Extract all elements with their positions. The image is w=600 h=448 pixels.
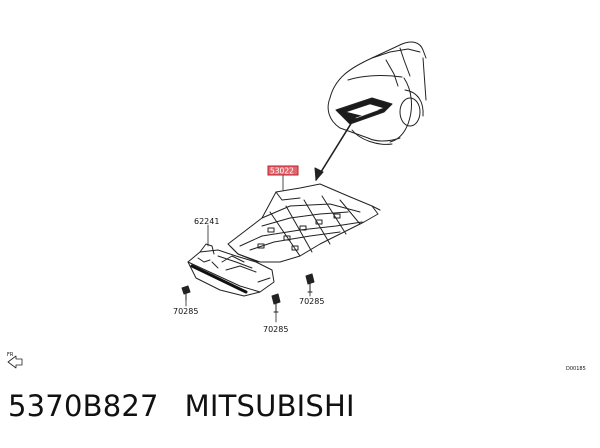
clip-right [305, 273, 315, 293]
part-label-highlighted[interactable]: 53022 [270, 167, 294, 176]
car-outline [327, 41, 427, 145]
front-shield [187, 243, 275, 297]
part-caption: 5370B827 MITSUBISHI [8, 389, 355, 423]
under-cover-main [227, 183, 381, 263]
clip-left [181, 285, 191, 301]
part-label-clip-right[interactable]: 70285 [299, 297, 324, 306]
clip-bottom [271, 293, 281, 313]
highlighted-part-box [267, 165, 299, 176]
brand-name: MITSUBISHI [184, 389, 355, 423]
leader-lines [185, 173, 311, 323]
diagram-code: D00185 [566, 366, 586, 372]
part-label-clip-bottom[interactable]: 70285 [263, 325, 288, 334]
front-direction-arrow [7, 355, 23, 369]
part-label-shield[interactable]: 62241 [194, 217, 219, 226]
part-number: 5370B827 [8, 389, 159, 423]
pointer-arrow [314, 121, 353, 181]
direction-label: FR [7, 352, 14, 358]
part-label-clip-left[interactable]: 70285 [173, 307, 198, 316]
